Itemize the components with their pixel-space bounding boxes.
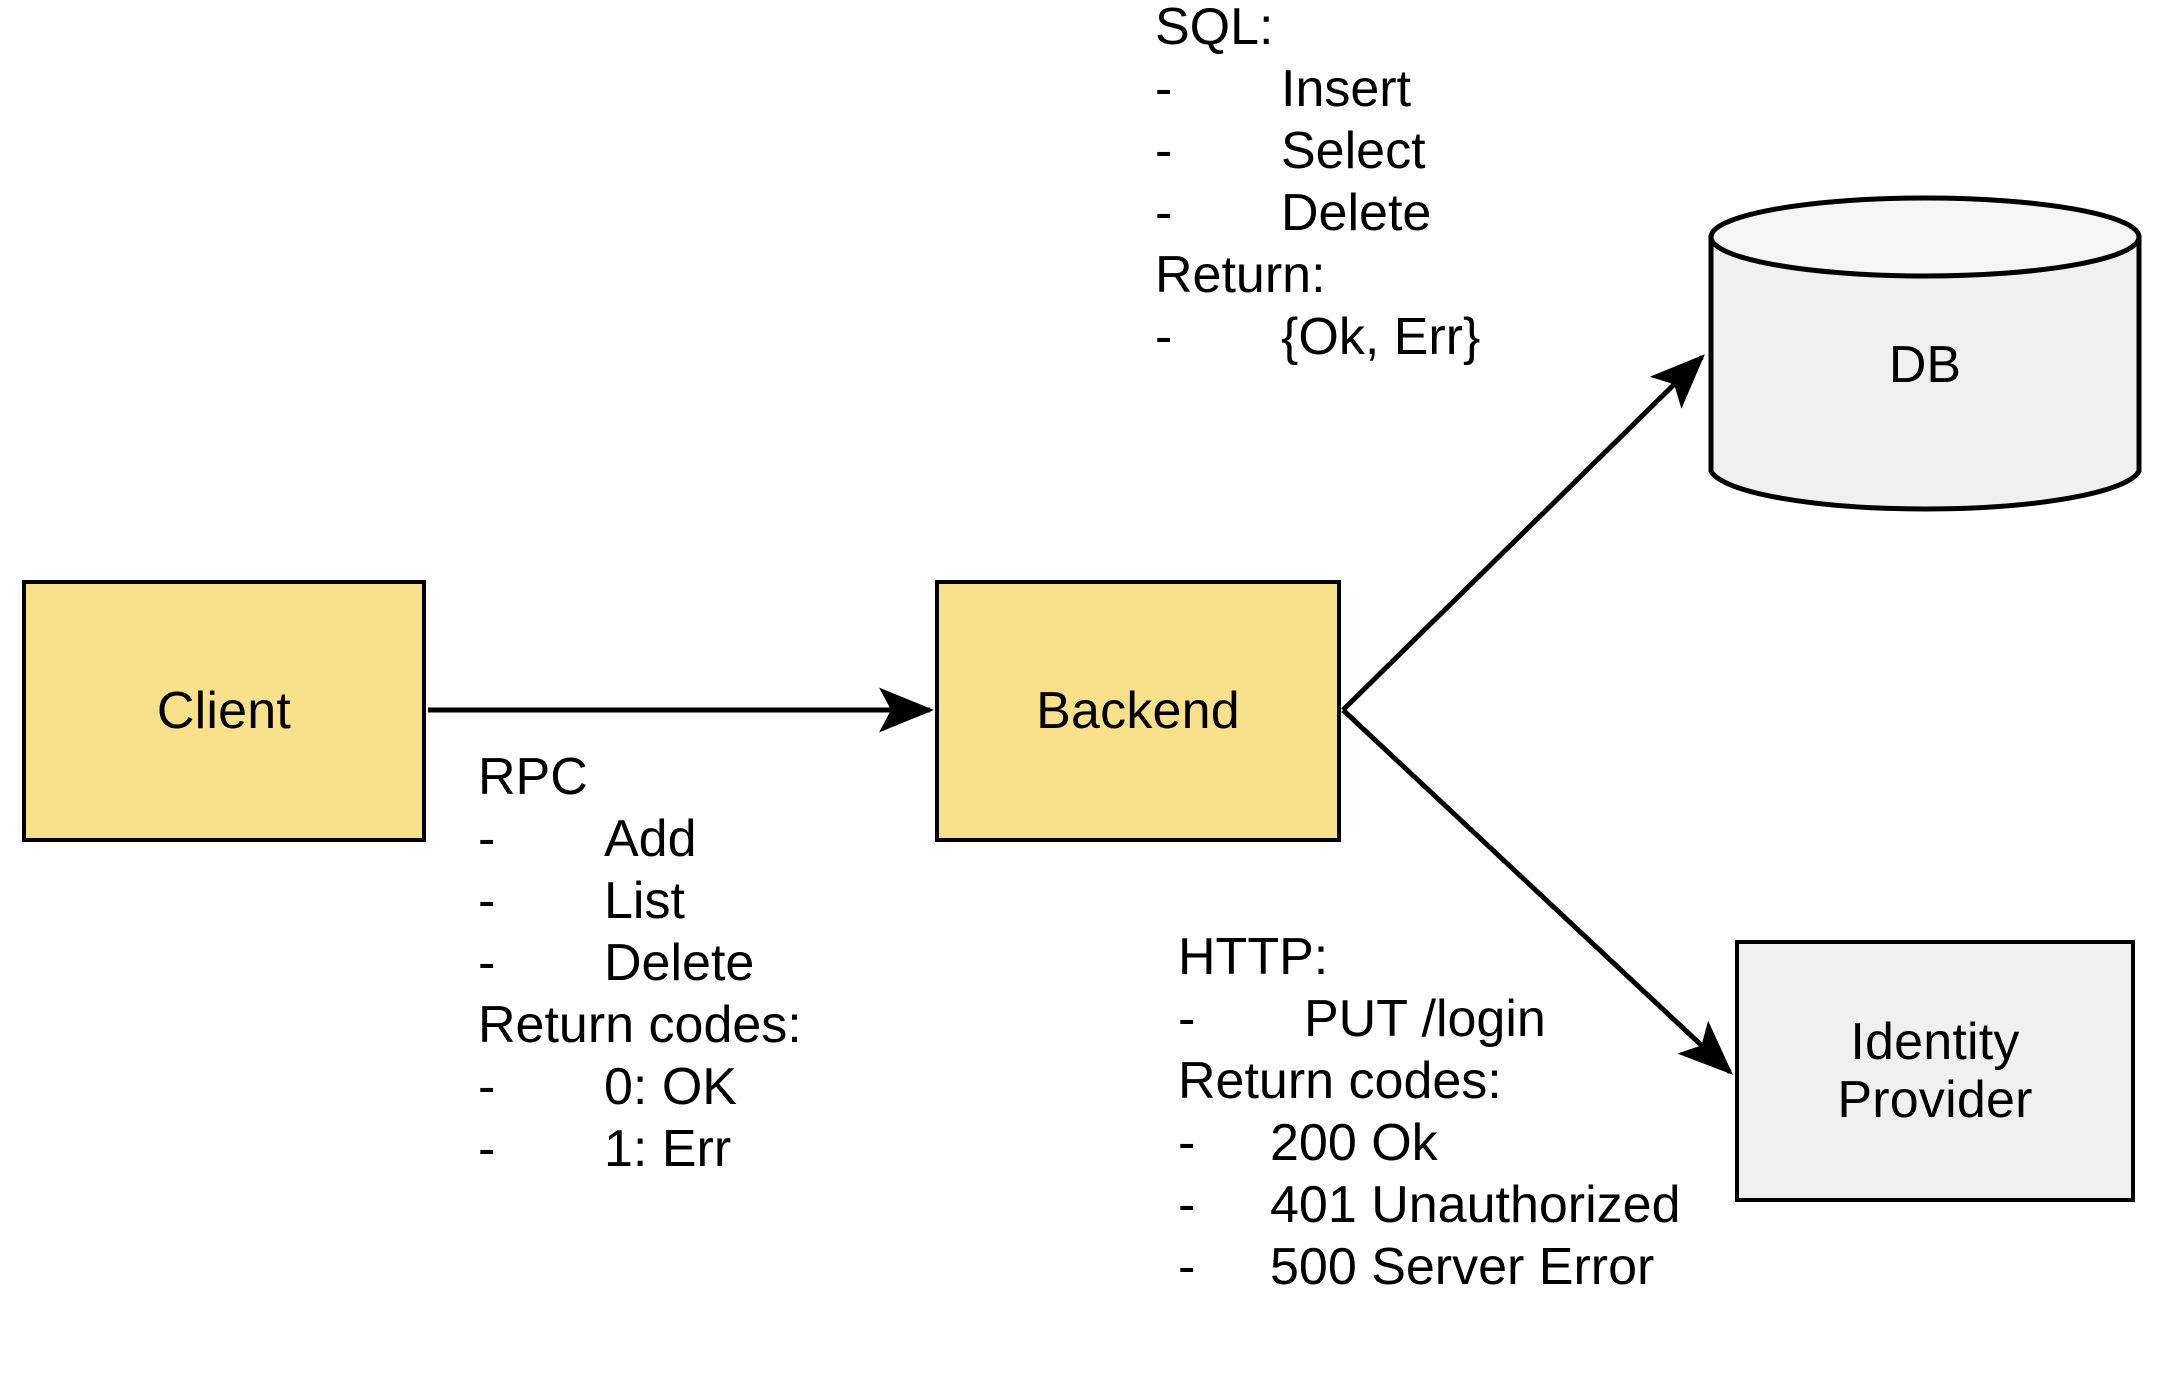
- rpc-operation-item: - Delete: [478, 934, 802, 996]
- sql-operation-item: - Insert: [1155, 60, 1480, 122]
- node-backend[interactable]: Backend: [935, 580, 1341, 842]
- http-return-value: 200 Ok: [1270, 1114, 1438, 1173]
- bullet-dash-icon: -: [478, 934, 496, 993]
- http-operation-item: - PUT /login: [1178, 990, 1681, 1052]
- bullet-dash-icon: -: [1178, 1114, 1196, 1173]
- http-return-value: 401 Unauthorized: [1270, 1176, 1681, 1235]
- rpc-return-item: - 0: OK: [478, 1058, 802, 1120]
- rpc-operation-label: List: [604, 872, 685, 931]
- http-protocol-label: HTTP:: [1178, 928, 1329, 986]
- node-identity-provider[interactable]: Identity Provider: [1735, 940, 2135, 1202]
- rpc-return-value: 1: Err: [604, 1120, 732, 1179]
- node-database-label-wrap: DB: [1708, 195, 2142, 513]
- rpc-return-value: 0: OK: [604, 1058, 737, 1117]
- sql-operation-label: Select: [1281, 122, 1426, 181]
- http-operation-label: PUT /login: [1304, 990, 1546, 1049]
- sql-operation-label: Insert: [1281, 60, 1412, 119]
- http-return-item: - 401 Unauthorized: [1178, 1176, 1681, 1238]
- http-return-item: - 200 Ok: [1178, 1114, 1681, 1176]
- annotation-rpc: RPC - Add - List - Delete Return codes: …: [478, 748, 802, 1183]
- sql-operation-item: - Delete: [1155, 184, 1480, 246]
- rpc-operation-label: Delete: [604, 934, 755, 993]
- rpc-operation-item: - Add: [478, 810, 802, 872]
- rpc-operation-item: - List: [478, 872, 802, 934]
- sql-return-label: Return:: [1155, 246, 1326, 305]
- bullet-dash-icon: -: [478, 1120, 496, 1179]
- node-identity-provider-label-line1: Identity: [1850, 1012, 2020, 1071]
- http-return-value: 500 Server Error: [1270, 1238, 1655, 1297]
- bullet-dash-icon: -: [1155, 308, 1173, 367]
- node-client-label: Client: [156, 681, 292, 740]
- bullet-dash-icon: -: [478, 1058, 496, 1117]
- bullet-dash-icon: -: [1155, 122, 1173, 181]
- node-database[interactable]: DB: [1708, 195, 2142, 513]
- bullet-dash-icon: -: [1155, 184, 1173, 243]
- bullet-dash-icon: -: [1178, 1176, 1196, 1235]
- node-database-label: DB: [1888, 336, 1962, 394]
- annotation-sql: SQL: - Insert - Select - Delete Return: …: [1155, 0, 1480, 370]
- database-cylinder-icon: [1708, 195, 2142, 512]
- node-client[interactable]: Client: [22, 580, 426, 842]
- node-backend-label: Backend: [1036, 681, 1240, 740]
- sql-protocol-label: SQL:: [1155, 0, 1274, 56]
- bullet-dash-icon: -: [1178, 990, 1196, 1049]
- bullet-dash-icon: -: [478, 872, 496, 931]
- node-identity-provider-label: Identity Provider: [1837, 1013, 2032, 1129]
- node-identity-provider-label-line2: Provider: [1837, 1071, 2033, 1129]
- bullet-dash-icon: -: [1155, 60, 1173, 119]
- edge-backend-to-db: [1341, 354, 1705, 712]
- rpc-protocol-label: RPC: [478, 748, 588, 806]
- annotation-http: HTTP: - PUT /login Return codes: - 200 O…: [1178, 928, 1681, 1300]
- http-return-item: - 500 Server Error: [1178, 1238, 1681, 1300]
- sql-operation-item: - Select: [1155, 122, 1480, 184]
- sql-return-value: {Ok, Err}: [1281, 308, 1481, 367]
- http-return-label: Return codes:: [1178, 1052, 1502, 1111]
- rpc-return-label: Return codes:: [478, 996, 802, 1055]
- bullet-dash-icon: -: [1178, 1238, 1196, 1297]
- sql-operation-label: Delete: [1281, 184, 1432, 243]
- rpc-return-item: - 1: Err: [478, 1120, 802, 1182]
- bullet-dash-icon: -: [478, 810, 496, 869]
- sql-return-item: - {Ok, Err}: [1155, 308, 1480, 370]
- rpc-operation-label: Add: [604, 810, 697, 869]
